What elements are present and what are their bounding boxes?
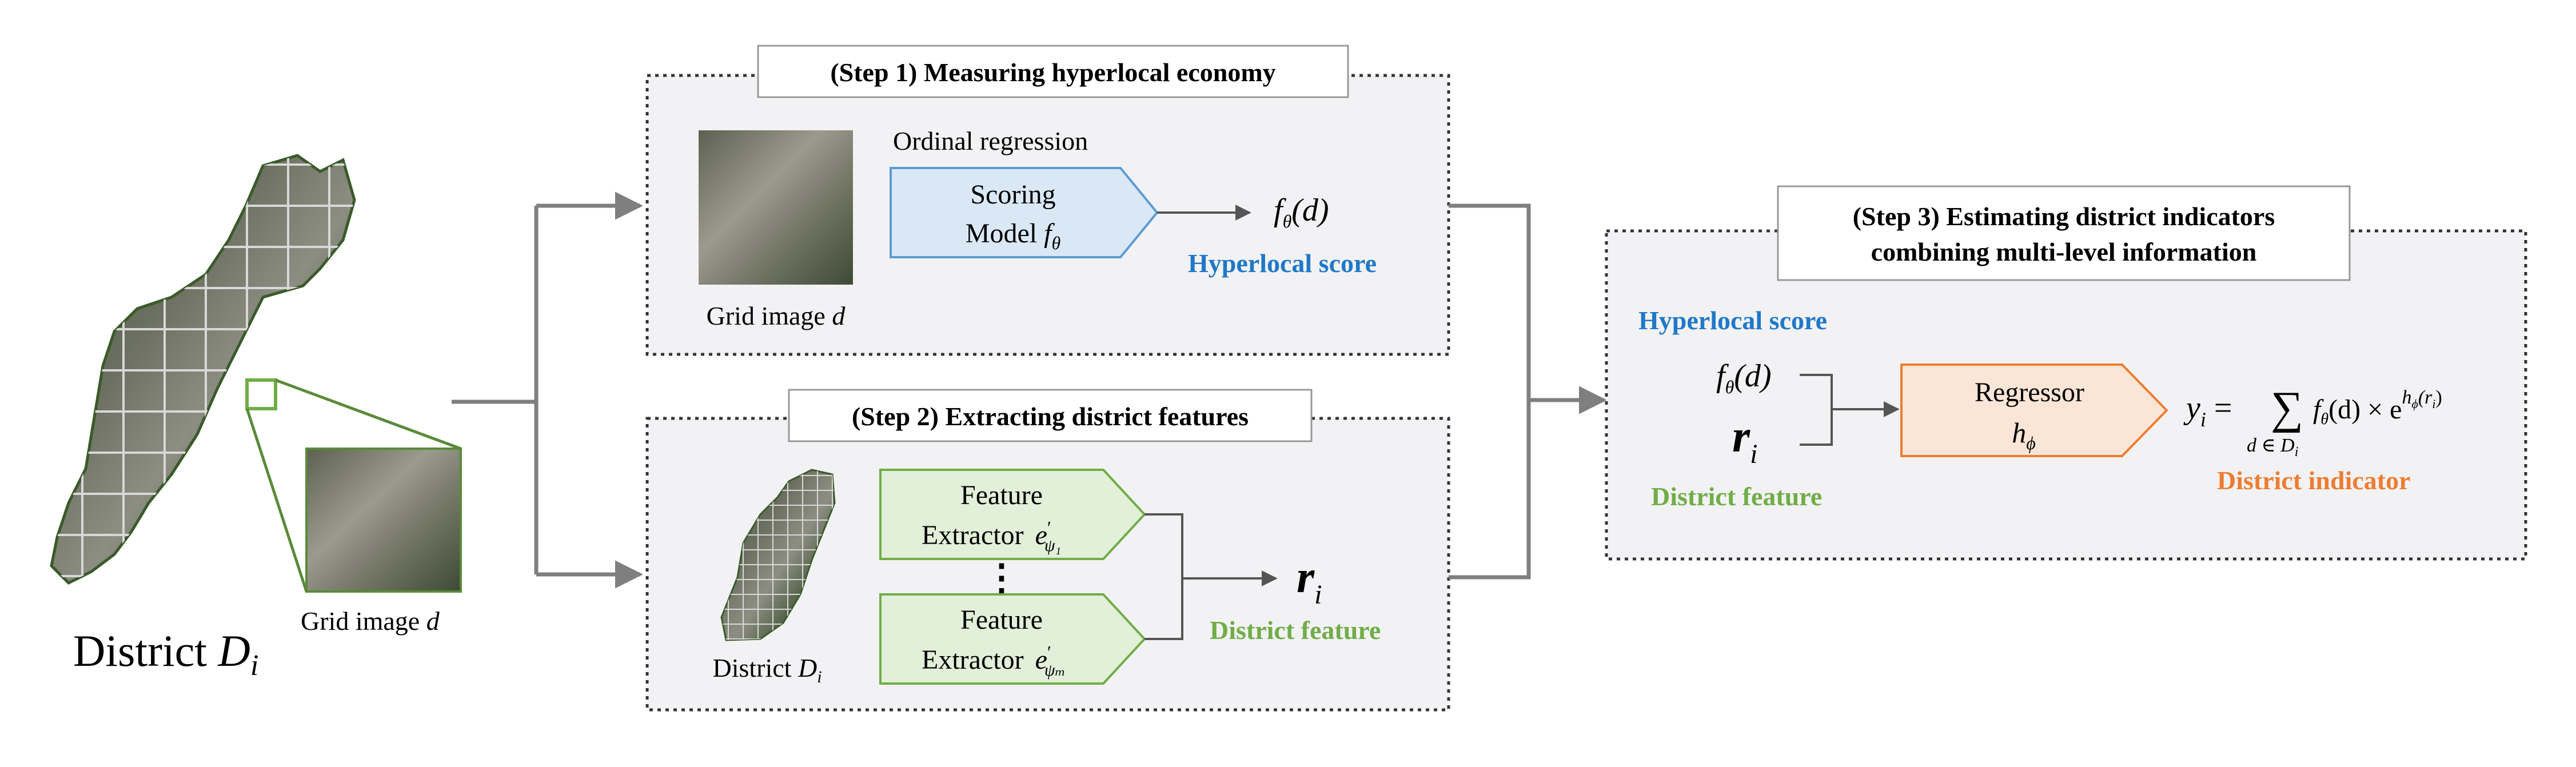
selected-grid-cell [245,378,277,410]
step1-title: (Step 1) Measuring hyperlocal economy [830,58,1275,87]
scoring-model-box [890,167,1159,258]
step1-output-formula: fθ(d) [1274,193,1329,231]
zoom-line-right [275,378,461,450]
district-indicator-label: District indicator [2217,466,2411,495]
step3-district-feature-label: District feature [1651,482,1822,511]
district-label: District Di [73,626,258,682]
feature-extractor-m-box [879,593,1146,685]
step3-input-score: fθ(d) [1716,358,1772,397]
step1-panel: (Step 1) Measuring hyperlocal economy Gr… [645,45,1450,356]
district-map-figure: District Di Grid image d [50,154,462,682]
district-grid-overlay [51,155,354,583]
step2-output-r: ri [1297,552,1322,610]
step3-title-line2: combining multi-level information [1871,237,2257,266]
extractor-ellipsis: ⋮ [983,557,1020,598]
scoring-model-line1: Scoring [970,179,1055,210]
formula-sum-range: d ∈ Di [2247,435,2298,460]
grid-image-label: Grid image d [301,606,440,636]
step3-input-r: ri [1732,412,1757,469]
step2-panel: (Step 2) Extracting district features Di… [645,389,1450,712]
feature-extractor-m-line2: Extractor e′ψₘ [922,642,1066,680]
step2-title: (Step 2) Extracting district features [852,402,1249,431]
regressor-line2: hϕ [2012,417,2036,453]
ordinal-regression-label: Ordinal regression [893,126,1088,155]
step3-hyperlocal-score-label: Hyperlocal score [1638,306,1827,335]
step2-district-caption: District Di [712,653,822,686]
step1-grid-image-caption: Grid image d [707,301,846,330]
merge-connector [1449,203,1607,580]
step3-title-line1: (Step 3) Estimating district indicators [1853,202,2275,231]
step2-district-grid [721,470,835,640]
fork-connector [452,191,643,589]
feature-extractor-1-line1: Feature [960,480,1043,510]
step1-hyperlocal-score-label: Hyperlocal score [1188,249,1377,278]
feature-extractor-1-box [879,469,1146,560]
formula-lhs: yi= [2183,390,2232,431]
zoom-line-left [245,408,308,592]
step1-title-box [757,45,1349,98]
formula-sum-symbol: ∑ [2271,383,2303,433]
scoring-model-line2: Model fθ [966,218,1060,253]
step3-title-box [1777,185,2351,281]
feature-extractor-m-line1: Feature [960,605,1043,635]
regressor-box [1900,363,2168,457]
feature-extractor-1-line2: Extractor e′ψ₁ [922,517,1061,555]
step2-title-box [788,389,1313,442]
grid-image-zoom [305,448,462,593]
step1-grid-image [699,130,853,285]
step3-panel: (Step 3) Estimating district indicators … [1605,185,2527,561]
step2-district-feature-label: District feature [1210,616,1381,645]
regressor-line1: Regressor [1975,377,2084,408]
extractor-merge-bracket [1145,513,1183,640]
